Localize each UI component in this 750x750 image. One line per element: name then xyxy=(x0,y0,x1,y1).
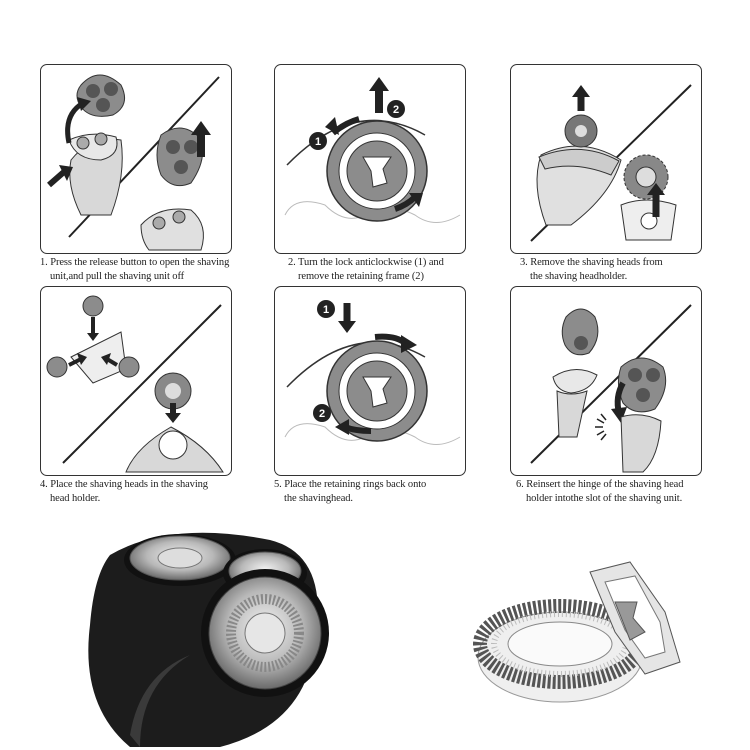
step-2-line1: 2. Turn the lock anticlockwise (1) and xyxy=(288,257,444,268)
step-3-panel xyxy=(510,64,702,254)
step-6-illustration xyxy=(530,304,692,473)
push-arrow-icon xyxy=(47,168,67,188)
step-3-line2: the shaving headholder. xyxy=(530,271,628,282)
cutter-head-front xyxy=(201,569,329,697)
step-4-line1: 4. Place the shaving heads in the shavin… xyxy=(40,479,208,490)
shaving-head-icon xyxy=(561,308,599,356)
step-4-illustration xyxy=(46,295,224,473)
step-4-panel xyxy=(40,286,232,476)
step-5-illustration: 1 2 xyxy=(284,300,461,445)
step-1-illustration xyxy=(47,74,220,251)
step-1-caption: 1. Press the release button to open the … xyxy=(40,256,229,284)
step-5-line1: 5. Place the retaining rings back onto xyxy=(274,479,427,490)
step-3-line1: 3. Remove the shaving heads from xyxy=(520,257,663,268)
marker-1-label: 1 xyxy=(323,304,329,316)
step-6-line1: 6. Reinsert the hinge of the shaving hea… xyxy=(516,479,684,490)
marker-1 xyxy=(317,300,335,318)
step-2-line2: remove the retaining frame (2) xyxy=(298,271,424,282)
marker-2 xyxy=(313,404,331,422)
retaining-ring-icon xyxy=(326,340,428,442)
marker-1-label: 1 xyxy=(315,136,321,148)
step-5-caption: 5. Place the retaining rings back onto t… xyxy=(274,478,426,506)
step-4-line2: head holder. xyxy=(50,493,101,504)
shaving-head-icon xyxy=(617,357,667,413)
step-6-caption: 6. Reinsert the hinge of the shaving hea… xyxy=(516,478,683,506)
click-indicator-icon xyxy=(595,413,607,441)
step-4-caption: 4. Place the shaving heads in the shavin… xyxy=(40,478,208,506)
step-6-line2: holder intothe slot of the shaving unit. xyxy=(526,493,683,504)
shaver-head-photo xyxy=(88,532,329,747)
shaving-head-icon xyxy=(564,114,598,148)
shaving-head-icon xyxy=(154,372,192,410)
step-1-line2: unit,and pull the shaving unit off xyxy=(50,271,185,282)
retaining-ring-photo xyxy=(589,561,681,675)
step-2-illustration: 1 2 xyxy=(284,77,461,223)
step-1-line1: 1. Press the release button to open the … xyxy=(40,257,230,268)
cutter-head-top xyxy=(124,534,236,586)
marker-2 xyxy=(387,100,405,118)
marker-2-label: 2 xyxy=(393,104,399,116)
step-1-panel xyxy=(40,64,232,254)
step-2-panel: 1 2 xyxy=(274,64,466,254)
step-3-caption: 3. Remove the shaving heads from the sha… xyxy=(520,256,663,284)
step-6-panel xyxy=(510,286,702,476)
marker-1 xyxy=(309,132,327,150)
retaining-ring-icon xyxy=(326,120,428,222)
shaving-head-icon xyxy=(76,74,126,117)
step-5-panel: 1 2 xyxy=(274,286,466,476)
shaving-head-icon xyxy=(156,127,204,187)
step-2-caption: 2. Turn the lock anticlockwise (1) and r… xyxy=(288,256,444,284)
head-holder-photo xyxy=(473,561,681,703)
marker-2-label: 2 xyxy=(319,408,325,420)
step-5-line2: the shavinghead. xyxy=(284,493,353,504)
step-3-illustration xyxy=(530,84,692,242)
